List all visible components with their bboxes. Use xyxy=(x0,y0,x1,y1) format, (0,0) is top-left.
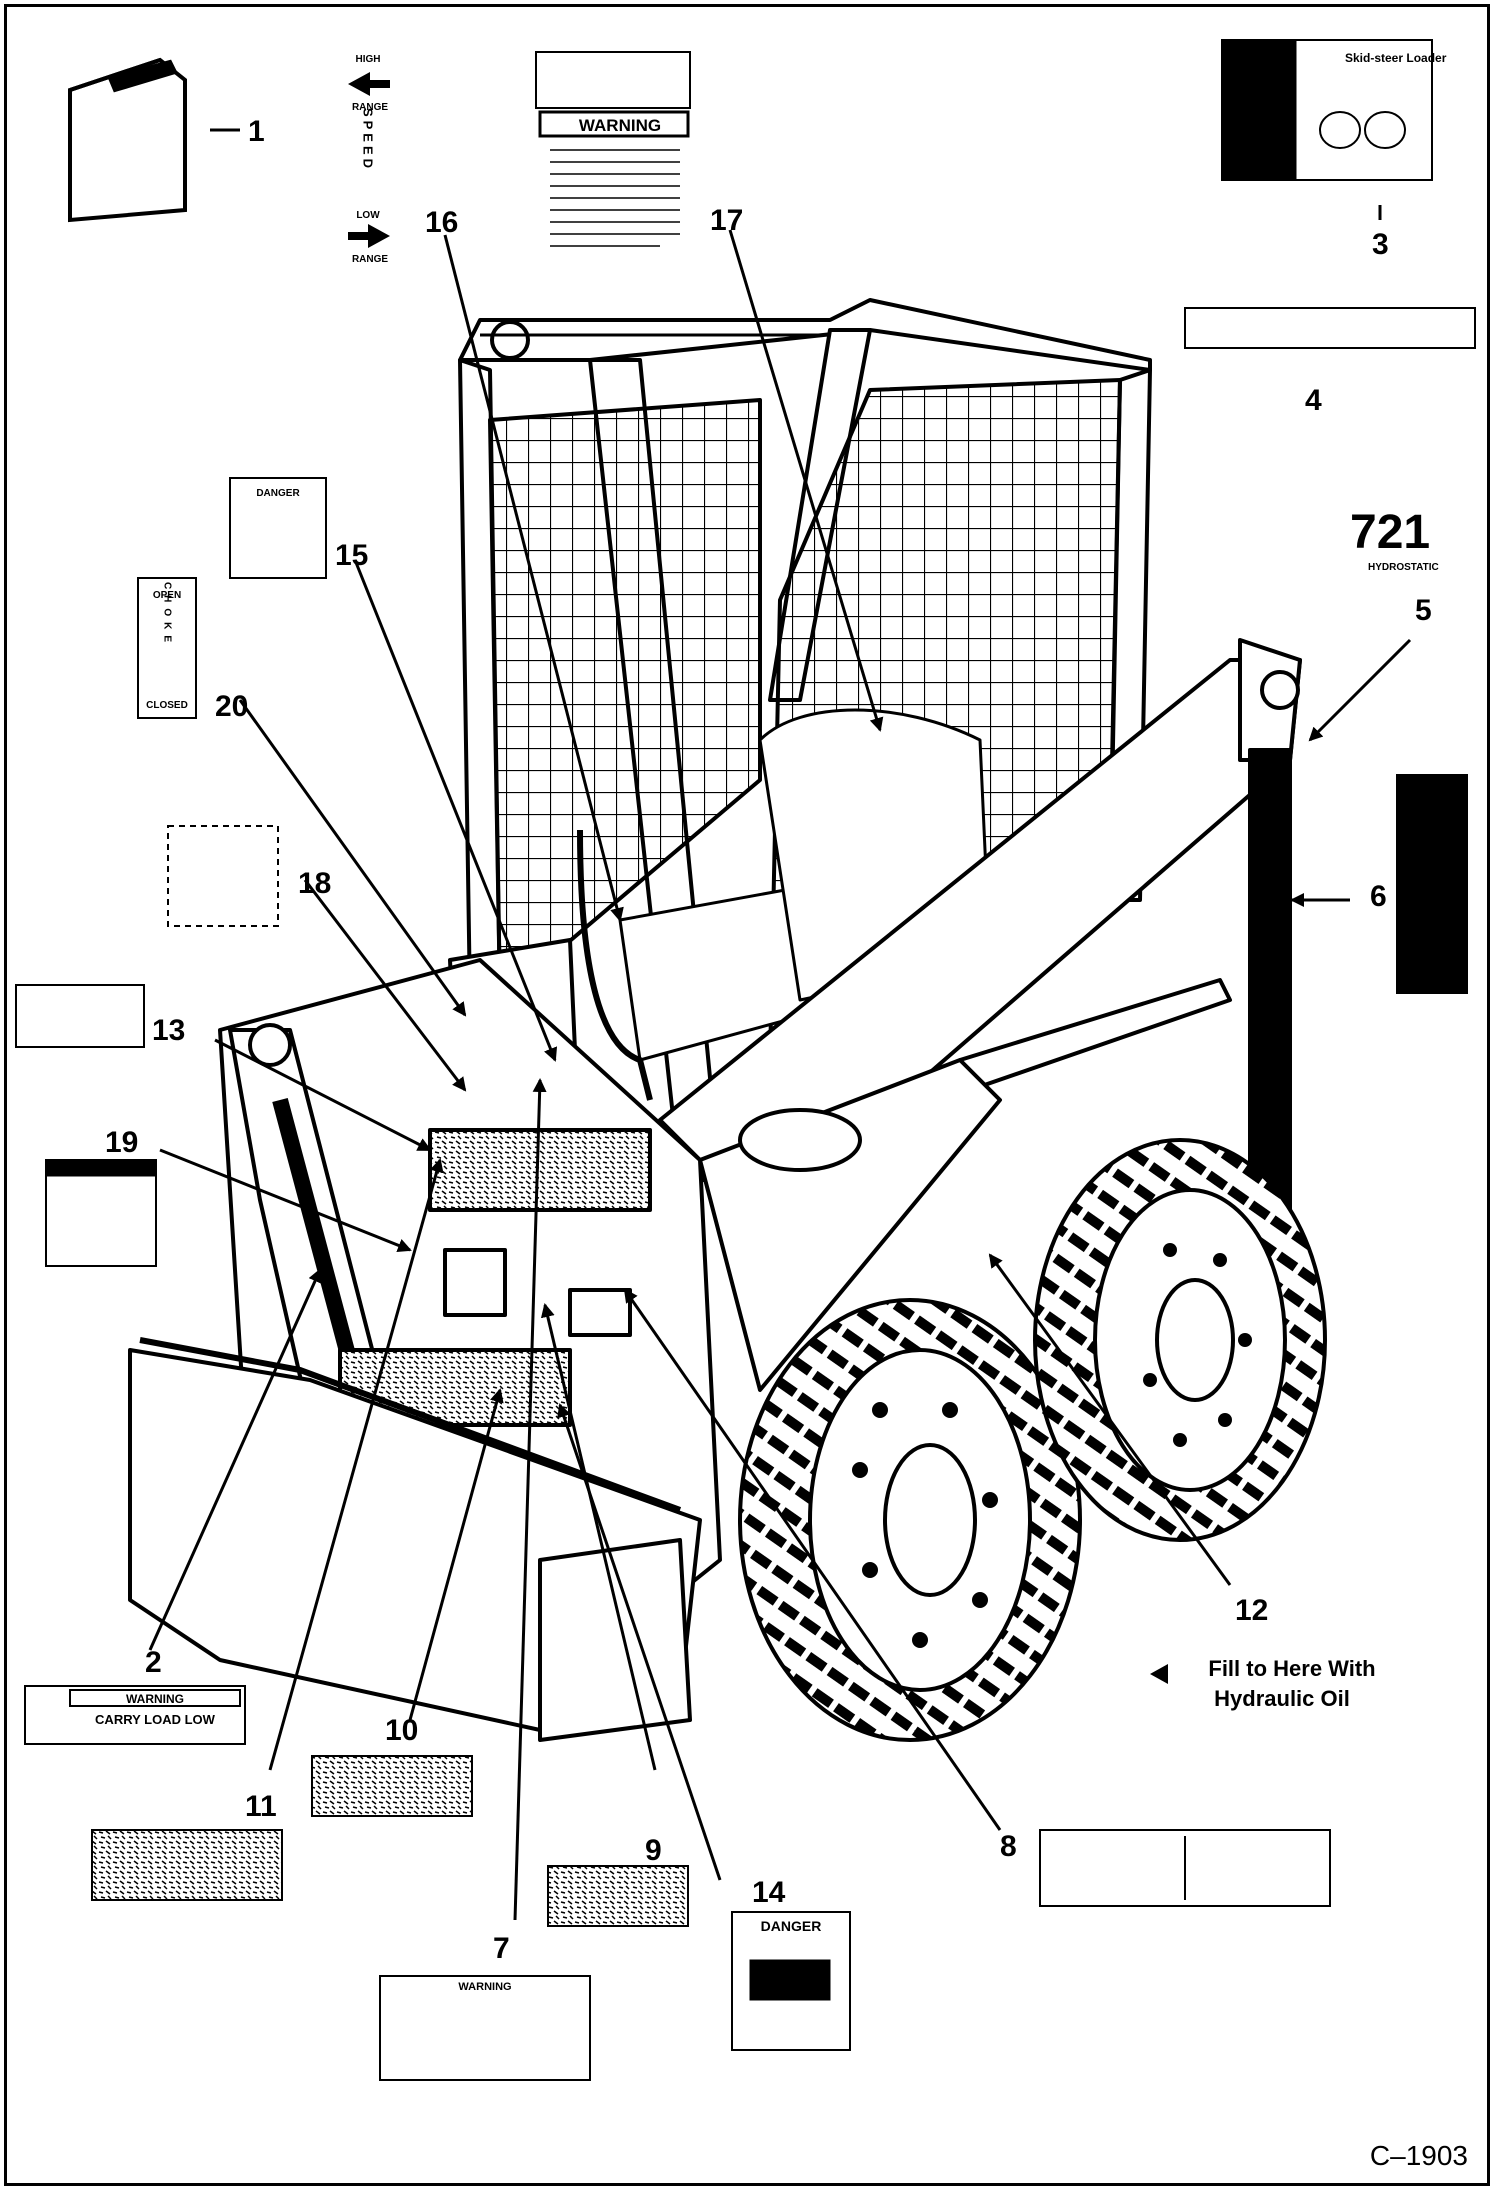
callout-1: 1 xyxy=(248,115,265,148)
plain-leaders xyxy=(210,128,1382,220)
decal-throttle xyxy=(15,984,145,1048)
sheet-border xyxy=(4,4,1490,2186)
left-rops-mesh xyxy=(488,398,762,1002)
callout-13: 13 xyxy=(152,1014,185,1047)
choke-open-label: OPEN xyxy=(153,590,181,601)
speed-range-low-label: RANGE xyxy=(352,254,388,265)
decal-speed-range: HIGH RANGE SPEED LOW RANGE xyxy=(348,54,390,265)
callout-6: 6 xyxy=(1370,880,1387,913)
leader-lines xyxy=(148,229,1412,1921)
warning-carry-header: WARNING xyxy=(126,1692,184,1706)
callout-4: 4 xyxy=(1305,384,1322,417)
hydraulic-line2: Hydraulic Oil xyxy=(1214,1686,1350,1711)
callout-17: 17 xyxy=(710,204,743,237)
decal-warning-left: WARNING xyxy=(45,1159,157,1267)
callout-18: 18 xyxy=(298,867,331,900)
callout-10: 10 xyxy=(385,1714,418,1747)
decal-choke: OPEN CHOKE CLOSED xyxy=(137,577,197,719)
speed-high-label: HIGH xyxy=(356,54,381,65)
decal-operator-warning: WARNING xyxy=(535,51,691,247)
decal-4-strip xyxy=(1184,307,1476,349)
decal-hydraulic-fill: Fill to Here With Hydraulic Oil xyxy=(1150,1656,1376,1711)
skid-steer-title: Skid-steer Loader xyxy=(1345,51,1447,65)
decal-14-danger: DANGER xyxy=(731,1911,851,2051)
decal-7-warning: WARNING xyxy=(379,1975,591,2081)
warning-header: WARNING xyxy=(579,116,661,135)
callout-19: 19 xyxy=(105,1126,138,1159)
choke-closed-label: CLOSED xyxy=(146,700,188,711)
decal-11-texture xyxy=(91,1829,283,1901)
hydraulic-line1: Fill to Here With xyxy=(1208,1656,1375,1681)
decal-1-box xyxy=(68,57,187,223)
decal-layout-dashed xyxy=(167,825,279,927)
decal-9-texture xyxy=(547,1865,689,1927)
callout-8: 8 xyxy=(1000,1830,1017,1863)
model-sub-text: HYDROSTATIC xyxy=(1368,562,1439,573)
callout-14: 14 xyxy=(752,1876,786,1909)
decal-10-texture xyxy=(311,1755,473,1817)
callout-3: 3 xyxy=(1372,228,1389,261)
danger-upper-label: DANGER xyxy=(256,488,300,499)
callout-9: 9 xyxy=(645,1834,662,1867)
speed-word: SPEED xyxy=(361,108,376,172)
callout-12: 12 xyxy=(1235,1594,1268,1627)
callout-numbers: 1 2 3 4 5 6 7 8 9 10 11 12 13 14 15 16 1… xyxy=(105,115,1432,1965)
figure-id: C–1903 xyxy=(1369,2140,1468,2171)
decal-2-carry-load: WARNING CARRY LOAD LOW xyxy=(24,1685,246,1745)
carry-load-text: CARRY LOAD LOW xyxy=(95,1712,216,1727)
skid-steer-loader-drawing xyxy=(128,298,1327,1742)
callout-20: 20 xyxy=(215,690,248,723)
callout-16: 16 xyxy=(425,206,458,239)
decal-6-clark: CLARK xyxy=(1396,774,1468,994)
decal-danger-upper: DANGER xyxy=(229,477,327,579)
upper-grille xyxy=(428,1128,652,1212)
speed-low-label: LOW xyxy=(356,210,380,221)
callout-15: 15 xyxy=(335,539,368,572)
decal-3-manual: Skid-steer Loader xyxy=(1221,39,1447,181)
warning-7-label: WARNING xyxy=(458,1981,511,1993)
callout-11: 11 xyxy=(245,1790,277,1823)
warning-left-label: WARNING xyxy=(74,1164,127,1176)
speed-range-label: RANGE xyxy=(352,102,388,113)
callout-7: 7 xyxy=(493,1932,510,1965)
callout-2: 2 xyxy=(145,1646,162,1679)
model-number-text: 721 xyxy=(1350,506,1430,559)
danger-14-label: DANGER xyxy=(761,1918,822,1934)
clark-brand-text: CLARK xyxy=(1424,825,1462,944)
callout-5: 5 xyxy=(1415,594,1432,627)
choke-word: CHOKE xyxy=(162,582,173,648)
